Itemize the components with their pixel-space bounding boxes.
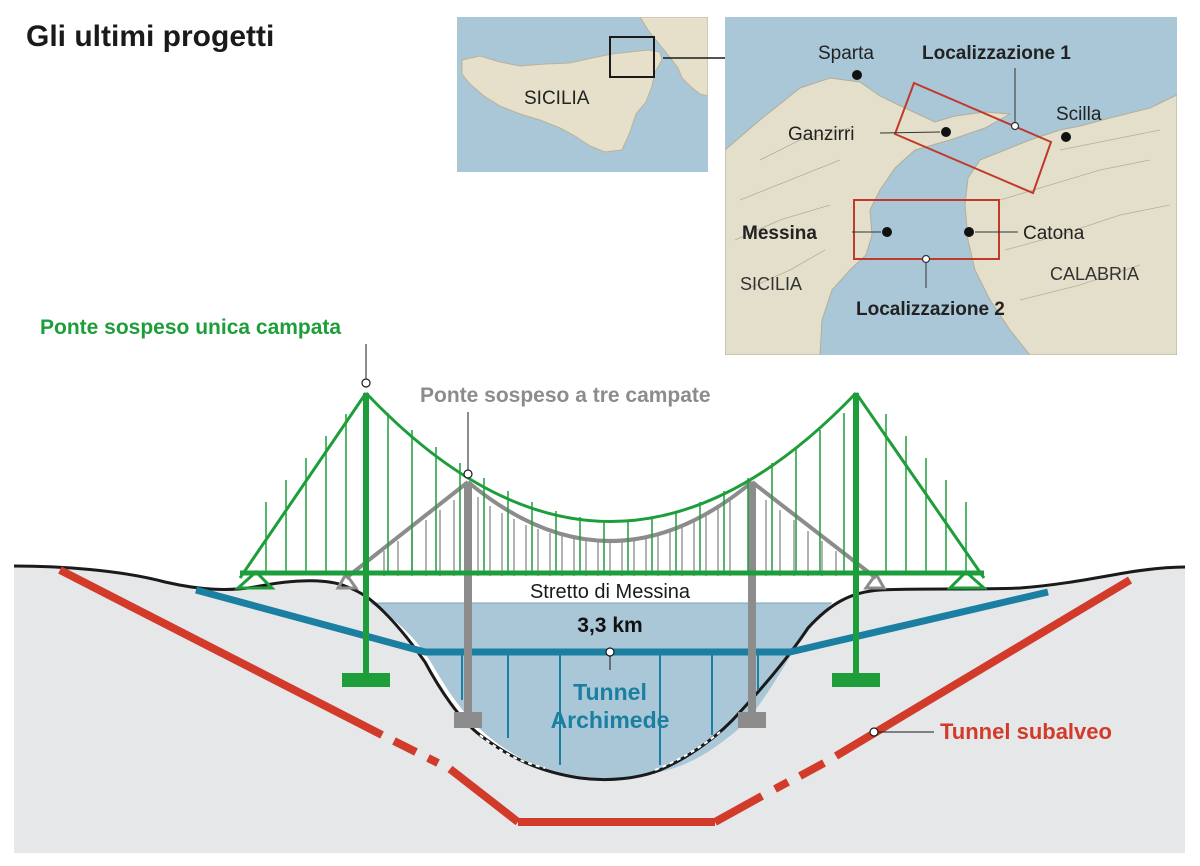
label-pointer-icon — [605, 647, 615, 657]
place-label-messina: Messina — [742, 223, 817, 244]
cross-section: Ponte sospeso unica campata Ponte sospes… — [13, 316, 1186, 853]
label-pointer-icon — [361, 378, 371, 388]
page-title: Gli ultimi progetti — [26, 20, 274, 53]
tunnel-subalveo — [58, 566, 1133, 826]
label-three-span: Ponte sospeso a tre campate — [420, 384, 711, 407]
place-dot-icon — [964, 227, 974, 237]
label-tunnel-archimede-line2: Archimede — [551, 707, 670, 733]
inset-sicily-land — [461, 49, 663, 153]
place-label-scilla: Scilla — [1056, 104, 1102, 125]
place-dot-icon — [852, 70, 862, 80]
place-label-sparta: Sparta — [818, 43, 874, 64]
place-label-catona: Catona — [1023, 223, 1085, 244]
place-dot-icon — [1061, 132, 1071, 142]
label-pointer-icon — [1010, 121, 1020, 131]
detail-calabria-land — [964, 94, 1177, 355]
location-label-2: Localizzazione 2 — [856, 299, 1005, 320]
detail-terrain — [734, 127, 1171, 301]
single-span-bridge — [234, 391, 988, 687]
seabed-dash-left — [479, 734, 546, 769]
label-strait: Stretto di Messina — [530, 581, 691, 603]
region-label-sicilia: SICILIA — [740, 274, 802, 294]
place-label-ganzirri: Ganzirri — [788, 124, 855, 145]
label-single-span: Ponte sospeso unica campata — [40, 316, 341, 339]
inset-map: SICILIA — [457, 17, 708, 172]
detail-sicily-land — [725, 77, 1012, 355]
location-label-1: Localizzazione 1 — [922, 43, 1071, 64]
region-label-calabria: CALABRIA — [1050, 264, 1139, 284]
place-dot-icon — [882, 227, 892, 237]
label-tunnel-archimede-line1: Tunnel — [573, 679, 647, 705]
label-tunnel-subalveo: Tunnel subalveo — [940, 719, 1112, 744]
label-distance: 3,3 km — [577, 614, 642, 637]
detail-map: Sparta Localizzazione 1 Ganzirri Scilla … — [725, 17, 1177, 355]
place-dot-icon — [941, 127, 951, 137]
inset-focus-box — [609, 36, 655, 78]
label-pointer-icon — [463, 469, 473, 479]
label-pointer-icon — [869, 727, 879, 737]
label-pointer-icon — [921, 254, 931, 264]
ground — [14, 566, 1185, 853]
inset-label-sicilia: SICILIA — [524, 88, 590, 109]
location-box-1 — [893, 81, 1053, 195]
label-pointer-icon — [879, 131, 941, 134]
